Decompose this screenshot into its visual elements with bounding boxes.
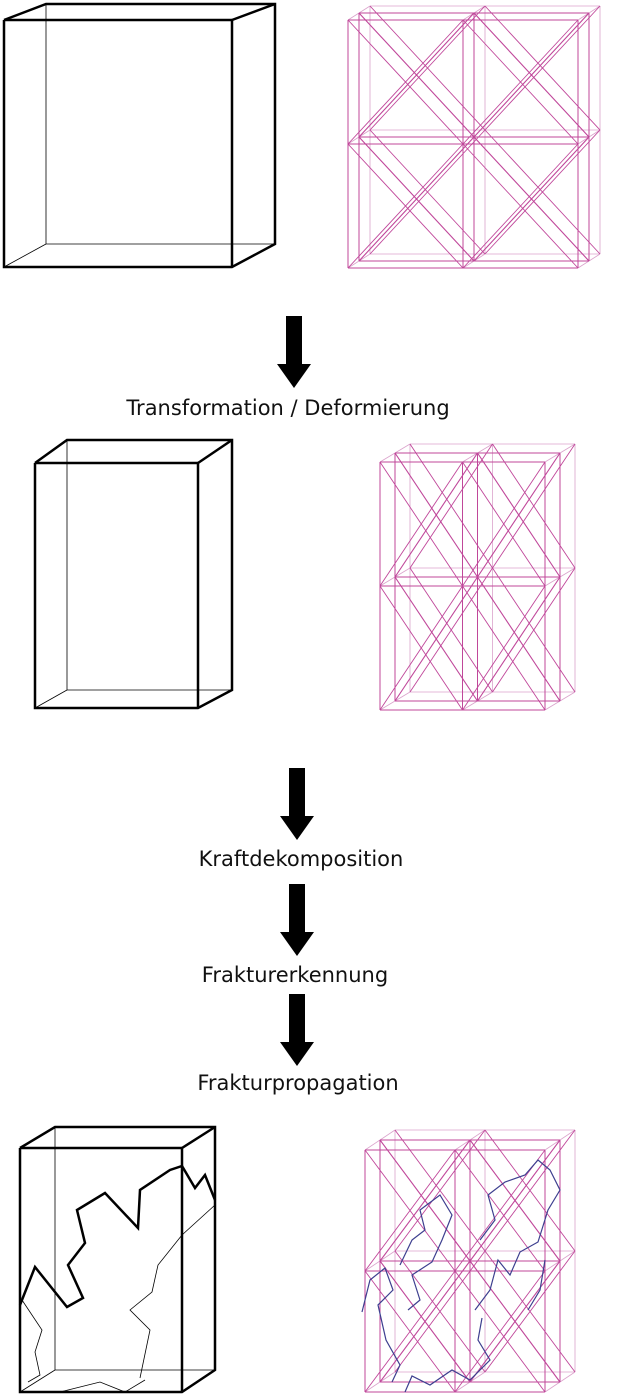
lattice-strut (358, 12, 475, 138)
lattice-strut (369, 5, 486, 131)
step-label-frakturerkennung: Frakturerkennung (202, 963, 388, 987)
lattice-strut (409, 443, 493, 569)
lattice-strut (492, 443, 576, 569)
lattice-cube-original (347, 5, 601, 269)
lattice-strut (462, 19, 579, 145)
lattice-strut (462, 461, 546, 587)
down-arrow-icon (280, 768, 314, 840)
lattice-strut (473, 136, 590, 262)
lattice-strut (492, 567, 576, 693)
lattice-strut (484, 129, 601, 255)
down-arrow-icon (277, 316, 311, 388)
lattice-strut (394, 452, 478, 578)
lattice-strut (379, 585, 463, 711)
fracture-line-back (129, 1204, 216, 1379)
down-arrow-icon (280, 884, 314, 956)
lattice-strut (409, 567, 493, 693)
lattice-cube-deformed (379, 443, 576, 711)
fracture-path-lattice (361, 1159, 561, 1393)
lattice-cube-fractured (364, 1129, 576, 1393)
lattice-strut (484, 5, 601, 131)
step-label-transformation: Transformation / Deformierung (125, 396, 449, 420)
lattice-strut (379, 461, 463, 587)
lattice-strut (347, 143, 464, 269)
fracture-line-front (18, 1164, 217, 1309)
solid-cube-fractured (18, 1125, 217, 1394)
lattice-strut (358, 136, 475, 262)
lattice-strut (462, 143, 579, 269)
lattice-strut (477, 452, 561, 578)
step-label-kraftdekomposition: Kraftdekomposition (199, 847, 404, 871)
lattice-strut (473, 12, 590, 138)
lattice-strut (394, 576, 478, 702)
solid-cube-original (2, 2, 277, 269)
step-label-frakturpropagation: Frakturpropagation (197, 1071, 398, 1095)
solid-cube-deformed (33, 438, 234, 710)
lattice-strut (369, 129, 486, 255)
lattice-strut (347, 19, 464, 145)
down-arrow-icon (280, 994, 314, 1066)
lattice-strut (477, 576, 561, 702)
lattice-strut (462, 585, 546, 711)
